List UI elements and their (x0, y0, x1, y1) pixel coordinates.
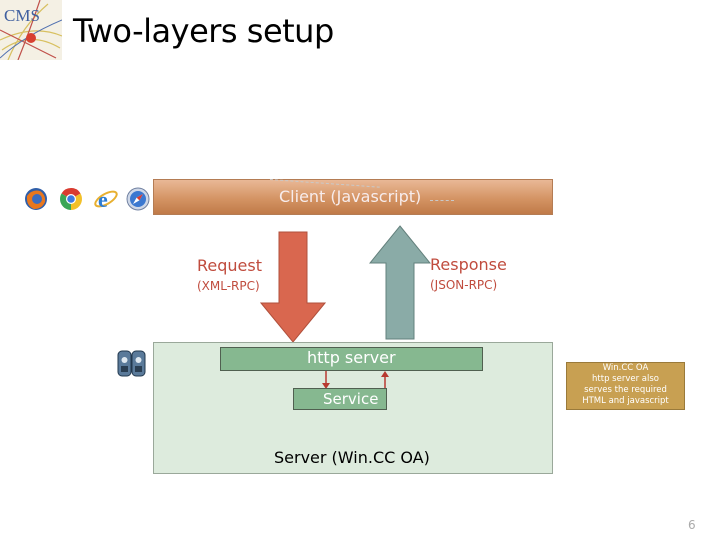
response-protocol: (JSON-RPC) (430, 278, 498, 292)
note-line: serves the required (584, 385, 667, 395)
client-label: Client (Javascript) (279, 187, 422, 206)
dashed-line (430, 200, 454, 202)
note-box (566, 362, 685, 410)
internet-explorer-icon: e (94, 187, 118, 212)
safari-icon (126, 187, 150, 211)
note-line: HTML and javascript (582, 396, 669, 406)
internal-arrows (322, 371, 389, 389)
response-arrow (369, 225, 431, 340)
note-line: Win.CC OA (602, 363, 649, 373)
firefox-icon (25, 188, 47, 210)
request-arrow (260, 231, 326, 343)
client-bar (153, 179, 553, 215)
http-server-box (220, 347, 483, 371)
service-box (293, 388, 387, 410)
service-label: Service (323, 390, 379, 408)
chrome-icon (60, 188, 82, 210)
svg-text:CMS: CMS (4, 6, 40, 25)
server-icon (117, 350, 146, 377)
request-protocol: (XML-RPC) (197, 279, 260, 293)
note-text: Win.CC OA http server also serves the re… (566, 363, 685, 407)
response-label: Response (430, 255, 507, 274)
note-line: http server also (592, 374, 659, 384)
cms-logo: CMS (0, 0, 62, 60)
request-label: Request (197, 256, 262, 275)
svg-text:e: e (98, 187, 108, 212)
slide-title: Two-layers setup (73, 12, 334, 50)
page-number: 6 (688, 518, 696, 532)
http-server-label: http server (307, 348, 396, 367)
server-label: Server (Win.CC OA) (274, 448, 430, 467)
